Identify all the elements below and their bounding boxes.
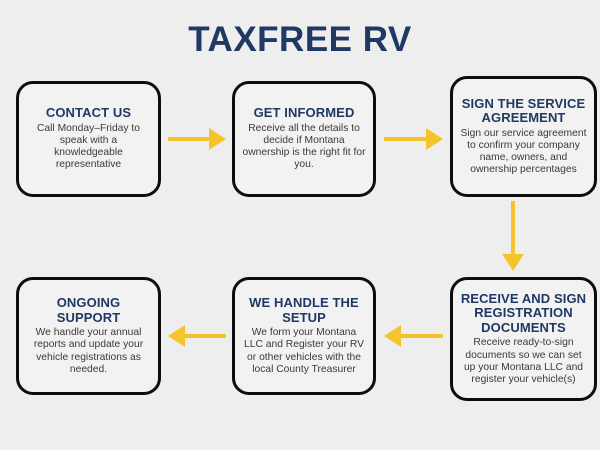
arrow-left-icon-setup-to-support	[168, 323, 226, 349]
step-title-ongoing-support: ONGOING SUPPORT	[56, 295, 121, 325]
step-body-sign-agreement: Sign our service agreement to confirm yo…	[460, 127, 587, 176]
step-box-receive-sign[interactable]: RECEIVE AND SIGN REGISTRATION DOCUMENTS …	[450, 277, 597, 401]
arrow-shaft	[511, 201, 515, 254]
step-title-contact-us: CONTACT US	[45, 105, 132, 121]
step-box-ongoing-support[interactable]: ONGOING SUPPORT We handle your annual re…	[16, 277, 161, 395]
arrow-down-icon-sign-to-receive	[500, 201, 526, 271]
arrow-head	[384, 325, 401, 347]
arrow-head	[168, 325, 185, 347]
step-title-we-handle-setup: WE HANDLE THE SETUP	[249, 295, 359, 325]
step-title-sign-agreement: SIGN THE SERVICE AGREEMENT	[461, 95, 586, 126]
arrow-shaft	[384, 137, 426, 141]
arrow-shaft	[185, 334, 226, 338]
arrow-head	[209, 128, 226, 150]
step-title-receive-sign: RECEIVE AND SIGN REGISTRATION DOCUMENTS	[460, 290, 587, 335]
arrow-shaft	[401, 334, 443, 338]
step-body-receive-sign: Receive ready-to-sign documents so we ca…	[463, 337, 584, 385]
step-body-contact-us: Call Monday–Friday to speak with a knowl…	[36, 122, 140, 171]
arrow-left-icon-receive-to-setup	[384, 323, 443, 349]
step-box-contact-us[interactable]: CONTACT US Call Monday–Friday to speak w…	[16, 81, 161, 197]
page-title: TAXFREE RV	[188, 20, 412, 59]
arrow-head	[502, 254, 524, 271]
step-body-we-handle-setup: We form your Montana LLC and Register yo…	[243, 327, 364, 375]
arrow-shaft	[168, 137, 209, 141]
step-body-ongoing-support: We handle your annual reports and update…	[33, 327, 144, 375]
step-title-get-informed: GET INFORMED	[253, 105, 355, 121]
step-body-get-informed: Receive all the details to decide if Mon…	[242, 122, 366, 171]
step-box-get-informed[interactable]: GET INFORMED Receive all the details to …	[232, 81, 376, 197]
arrow-right-icon-informed-to-sign	[384, 126, 443, 152]
arrow-right-icon-contact-to-informed	[168, 126, 226, 152]
arrow-head	[426, 128, 443, 150]
step-box-sign-agreement[interactable]: SIGN THE SERVICE AGREEMENT Sign our serv…	[450, 76, 597, 197]
step-box-we-handle-setup[interactable]: WE HANDLE THE SETUP We form your Montana…	[232, 277, 376, 395]
